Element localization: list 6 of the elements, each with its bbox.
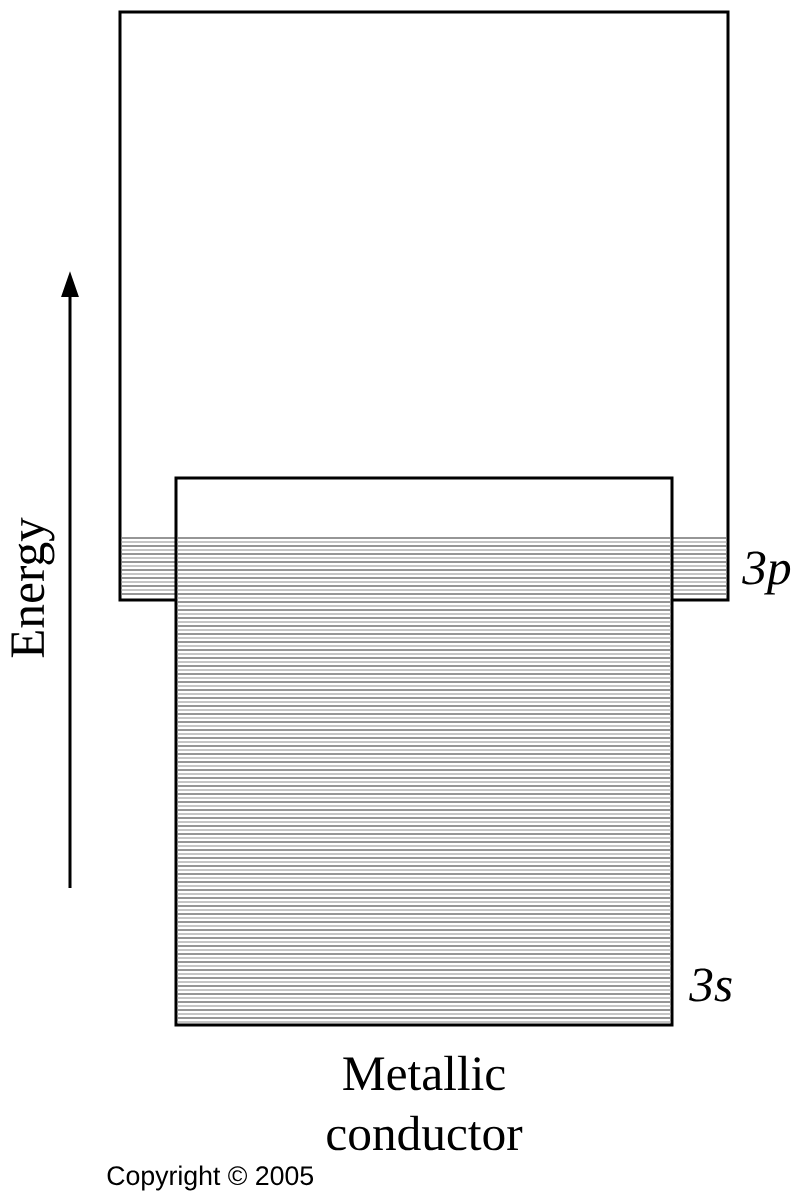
axis-label: Energy bbox=[11, 517, 55, 658]
caption: Metallic conductor bbox=[327, 1055, 523, 1151]
copyright-notice: Copyright © 2005 bbox=[107, 1165, 313, 1191]
band-label: 3p bbox=[742, 551, 791, 595]
band-label: 3s bbox=[689, 968, 732, 1002]
energy-band bbox=[174, 476, 674, 1027]
